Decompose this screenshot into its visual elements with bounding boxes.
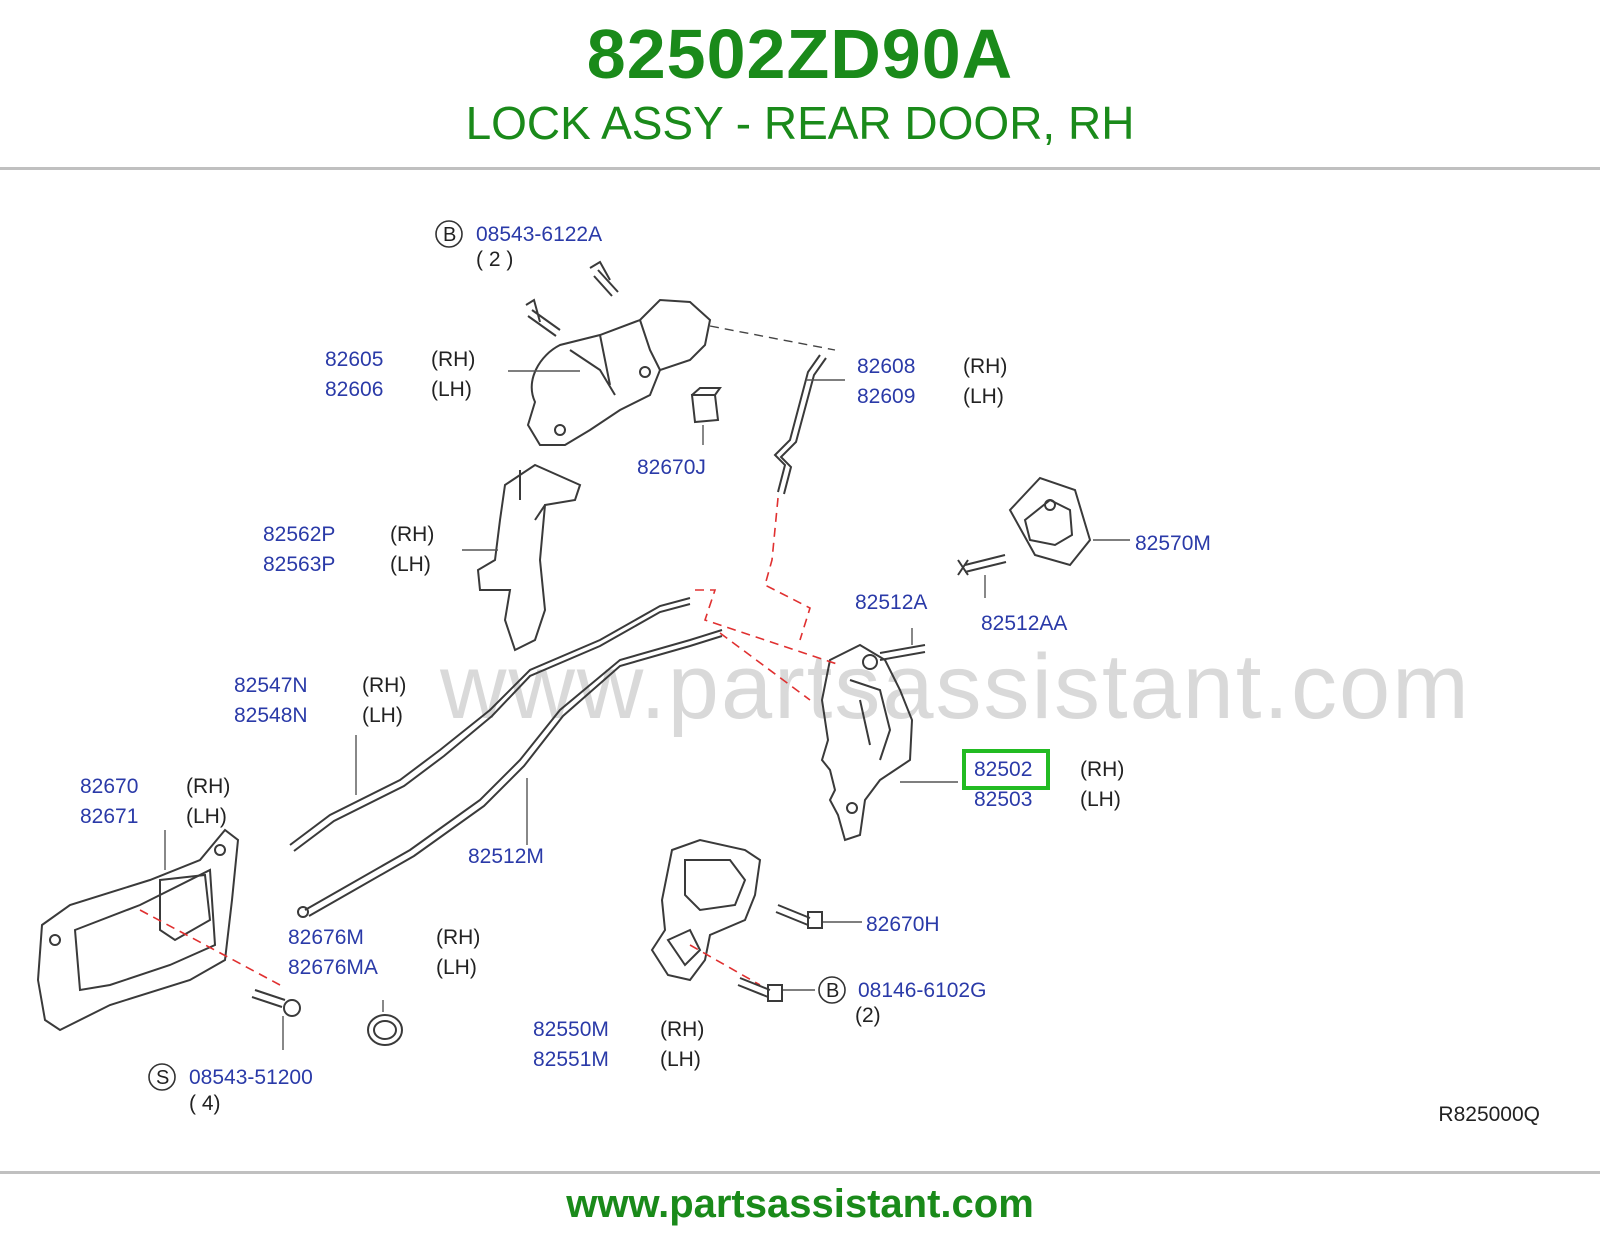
header-divider [0, 167, 1600, 170]
rod-lh-tag: (LH) [963, 385, 1004, 408]
actuator-rh-number[interactable]: 82550M [533, 1018, 609, 1041]
outer-handle-rh-tag: (RH) [431, 348, 475, 371]
screw-s-number[interactable]: 08543-51200 [189, 1066, 313, 1089]
striker-number[interactable]: 82570M [1135, 532, 1211, 555]
cable-n-rh-tag: (RH) [362, 674, 406, 697]
escutcheon-rh-number[interactable]: 82676M [288, 926, 364, 949]
escutcheon-lh-number[interactable]: 82676MA [288, 956, 378, 979]
screw-s-qty: ( 4) [189, 1092, 221, 1115]
protector-lh-number[interactable]: 82563P [263, 553, 335, 576]
bolt-top-prefix: B [443, 224, 456, 246]
part-description: LOCK ASSY - REAR DOOR, RH [465, 97, 1135, 149]
part-number-title: 82502ZD90A [586, 15, 1014, 93]
lock-assy-lh-number[interactable]: 82503 [974, 788, 1032, 811]
lock-assy-drawing [820, 643, 926, 842]
screw-a-number[interactable]: 82512A [855, 591, 927, 614]
outer-handle-lh-number[interactable]: 82606 [325, 378, 383, 401]
rod-rh-number[interactable]: 82608 [857, 355, 915, 378]
bolt-mid-prefix: B [826, 980, 839, 1002]
inner-handle-rh-number[interactable]: 82670 [80, 775, 138, 798]
actuator-rh-tag: (RH) [660, 1018, 704, 1041]
footer-url-link[interactable]: www.partsassistant.com [566, 1182, 1034, 1226]
outer-handle-lh-tag: (LH) [431, 378, 472, 401]
screw-s-drawing [251, 989, 301, 1017]
bolt-top-number[interactable]: 08543-6122A [476, 223, 602, 246]
inner-handle-lh-number[interactable]: 82671 [80, 805, 138, 828]
cable-drawing [289, 597, 723, 918]
bolt-top-circle [435, 220, 463, 248]
bracket-j-number[interactable]: 82670J [637, 456, 706, 479]
screw-s-prefix: S [156, 1067, 169, 1089]
actuator-lh-tag: (LH) [660, 1048, 701, 1071]
cable-m-number[interactable]: 82512M [468, 845, 544, 868]
rod-rh-tag: (RH) [963, 355, 1007, 378]
bolt-top-qty: ( 2 ) [476, 248, 513, 271]
lock-assy-rh-tag: (RH) [1080, 758, 1124, 781]
protector-rh-number[interactable]: 82562P [263, 523, 335, 546]
lock-assy-lh-tag: (LH) [1080, 788, 1121, 811]
watermark: www.partsassistant.com [439, 636, 1471, 738]
bolt-h-number[interactable]: 82670H [866, 913, 940, 936]
cable-n-lh-tag: (LH) [362, 704, 403, 727]
actuator-lh-number[interactable]: 82551M [533, 1048, 609, 1071]
leader-lines [164, 370, 1130, 1050]
inner-handle-lh-tag: (LH) [186, 805, 227, 828]
actuator-drawing [650, 838, 762, 982]
bolt-drawing-top [525, 260, 619, 337]
escutcheon-drawing [367, 1014, 403, 1046]
rod-drawing [773, 354, 827, 495]
diagram-reference: R825000Q [1438, 1103, 1540, 1126]
rod-lh-number[interactable]: 82609 [857, 385, 915, 408]
bolt-mid-qty: (2) [855, 1004, 881, 1027]
screw-aa-number[interactable]: 82512AA [981, 612, 1067, 635]
cable-n-lh-number[interactable]: 82548N [234, 704, 308, 727]
screw-s-circle [148, 1063, 176, 1091]
outer-handle-rh-number[interactable]: 82605 [325, 348, 383, 371]
footer-divider [0, 1171, 1600, 1174]
protector-drawing [476, 463, 582, 652]
lock-assy-rh-number[interactable]: 82502 [974, 758, 1032, 781]
outer-handle-drawing [526, 298, 722, 446]
protector-rh-tag: (RH) [390, 523, 434, 546]
bolt-mid-number[interactable]: 08146-6102G [858, 979, 986, 1002]
escutcheon-rh-tag: (RH) [436, 926, 480, 949]
bolt-h-drawing [737, 904, 823, 1002]
bolt-mid-circle [818, 976, 846, 1004]
cable-n-rh-number[interactable]: 82547N [234, 674, 308, 697]
inner-handle-rh-tag: (RH) [186, 775, 230, 798]
escutcheon-lh-tag: (LH) [436, 956, 477, 979]
lock-assy-highlight [962, 749, 1050, 790]
striker-drawing [957, 476, 1092, 576]
inner-handle-drawing [36, 828, 240, 1032]
protector-lh-tag: (LH) [390, 553, 431, 576]
